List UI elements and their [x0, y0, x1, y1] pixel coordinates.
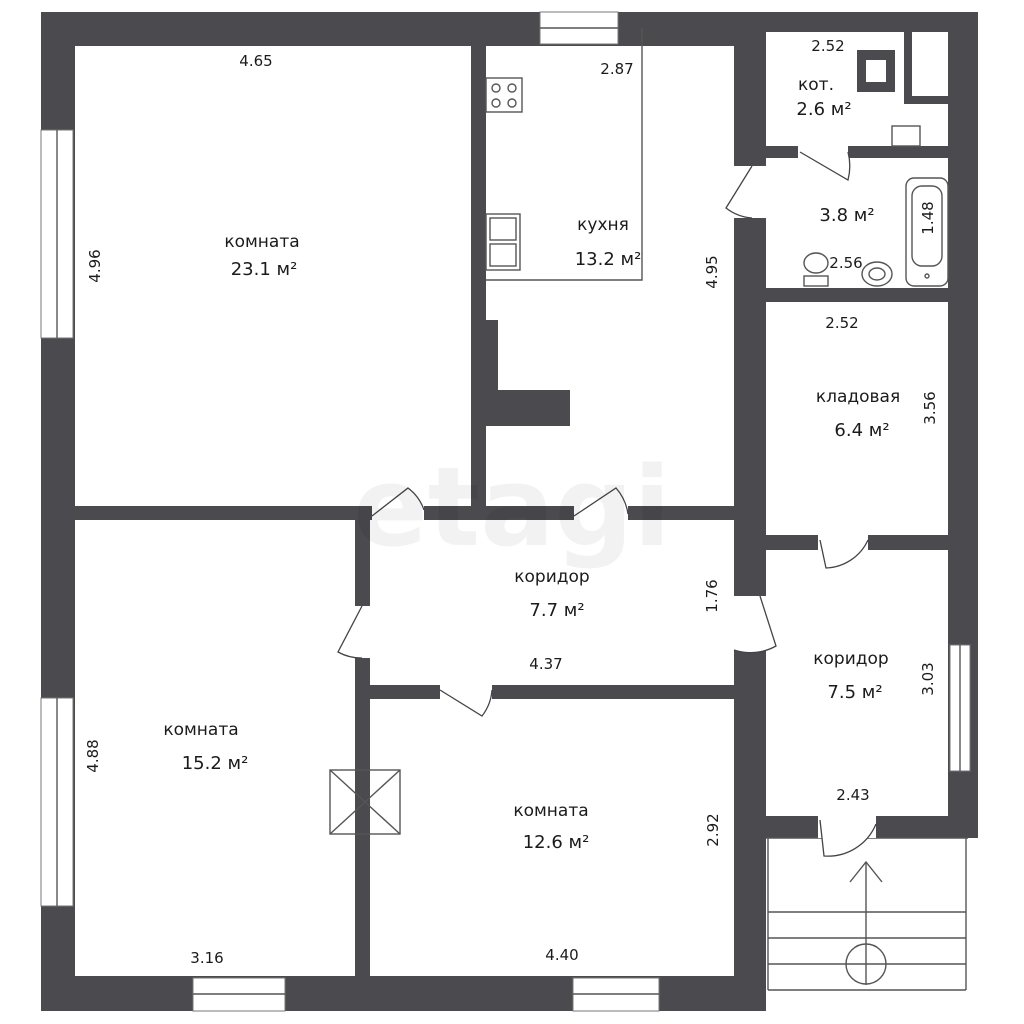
room-height: 3.03 — [919, 662, 937, 695]
stove-icon — [485, 77, 523, 113]
room-name: комната — [513, 801, 588, 821]
room-width: 4.37 — [529, 655, 562, 673]
chimney-icon — [329, 769, 401, 835]
room-area: 3.8 м² — [819, 205, 874, 226]
room-name: комната — [163, 720, 238, 740]
toilet-icon — [803, 252, 829, 287]
room-width: 2.43 — [836, 786, 869, 804]
room-width: 2.52 — [825, 314, 858, 332]
room-area: 7.7 м² — [529, 600, 584, 621]
room-area: 6.4 м² — [834, 420, 889, 441]
room-height: 4.88 — [84, 739, 102, 772]
entrance-arrow-icon — [845, 860, 887, 985]
room-area: 13.2 м² — [575, 249, 642, 270]
washbasin-icon — [861, 261, 893, 287]
floor-room-mid — [370, 699, 734, 976]
floor-storage — [766, 302, 948, 535]
bathtub-icon — [905, 177, 949, 287]
room-area: 12.6 м² — [523, 832, 590, 853]
floor-corridor-2 — [766, 550, 948, 816]
room-width: 2.87 — [600, 60, 633, 78]
room-name: кладовая — [816, 387, 900, 407]
room-area: 15.2 м² — [182, 753, 249, 774]
room-height: 4.95 — [703, 255, 721, 288]
room-height: 1.48 — [919, 201, 937, 234]
floor-bathroom — [766, 158, 948, 288]
windows — [40, 11, 971, 1012]
room-width: 4.40 — [545, 946, 578, 964]
room-width: 2.56 — [829, 254, 862, 272]
room-width: 4.65 — [239, 52, 272, 70]
room-name: коридор — [514, 567, 589, 587]
room-width: 2.52 — [811, 37, 844, 55]
kitchen-zone-outline — [486, 28, 643, 281]
room-area: 7.5 м² — [827, 682, 882, 703]
floor-corridor-1 — [370, 520, 734, 685]
room-height: 4.96 — [86, 249, 104, 282]
floor-room-left — [75, 520, 355, 976]
watermark: etagi — [353, 443, 671, 571]
sink-icon — [485, 213, 521, 271]
room-name: кот. — [798, 75, 834, 95]
boiler-icon — [857, 32, 954, 147]
porch — [766, 838, 978, 1024]
room-area: 2.6 м² — [796, 99, 851, 120]
room-height: 3.56 — [921, 391, 939, 424]
room-name: комната — [224, 232, 299, 252]
room-width: 3.16 — [190, 949, 223, 967]
room-name: коридор — [813, 649, 888, 669]
floor-room-big — [75, 46, 471, 506]
room-height: 1.76 — [703, 579, 721, 612]
kitchen-wall-stub — [486, 320, 498, 390]
doors — [337, 146, 877, 857]
room-name: кухня — [577, 215, 629, 235]
floor-kitchen — [486, 46, 734, 506]
room-height: 2.92 — [704, 813, 722, 846]
room-area: 23.1 м² — [231, 259, 298, 280]
kitchen-wall-stub — [486, 390, 570, 426]
